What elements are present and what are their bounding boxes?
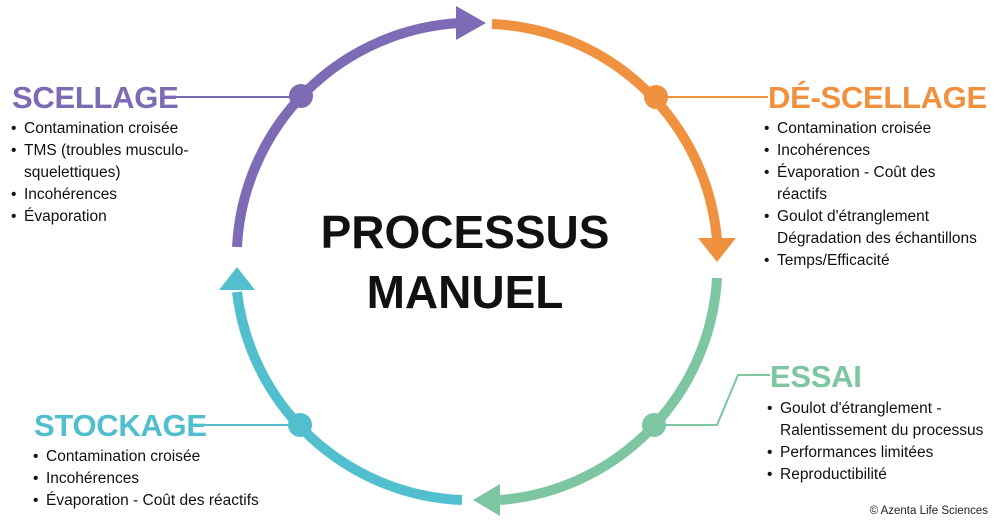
descellage-title: DÉ-SCELLAGE xyxy=(768,80,987,115)
scellage-list: Contamination croisée TMS (troubles musc… xyxy=(10,118,189,228)
scellage-item: Contamination croisée xyxy=(10,118,189,140)
essai-item: Performances limitées xyxy=(766,442,983,464)
descellage-list: Contamination croisée Incohérences Évapo… xyxy=(763,118,977,272)
stockage-item: Incohérences xyxy=(32,468,259,490)
descellage-item: Temps/Efficacité xyxy=(763,250,977,272)
arc-descellage xyxy=(491,19,722,241)
center-title: PROCESSUS MANUEL xyxy=(300,202,630,322)
copyright-notice: © Azenta Life Sciences xyxy=(869,505,988,517)
descellage-item: Incohérences xyxy=(763,140,977,162)
descellage-item: Contamination croisée xyxy=(763,118,977,140)
stockage-item: Contamination croisée xyxy=(32,446,259,468)
node-scellage xyxy=(289,84,313,108)
stockage-item: Évaporation - Coût des réactifs xyxy=(32,490,259,512)
center-title-line2: MANUEL xyxy=(366,266,564,318)
descellage-item: Évaporation - Coût des réactifs xyxy=(763,162,977,206)
node-essai xyxy=(642,413,666,437)
arrowhead-bottom-icon xyxy=(473,484,500,516)
arrowhead-right-icon xyxy=(698,238,736,262)
scellage-item: TMS (troubles musculo- squelettiques) xyxy=(10,140,189,184)
essai-item: Goulot d'étranglement - Ralentissement d… xyxy=(766,398,983,442)
essai-title: ESSAI xyxy=(770,359,862,394)
node-stockage xyxy=(288,413,312,437)
scellage-item: Évaporation xyxy=(10,206,189,228)
scellage-item: Incohérences xyxy=(10,184,189,206)
stockage-list: Contamination croisée Incohérences Évapo… xyxy=(32,446,259,512)
connector-essai xyxy=(654,374,770,426)
center-title-line1: PROCESSUS xyxy=(320,206,610,258)
descellage-item: Goulot d'étranglement Dégradation des éc… xyxy=(763,206,977,250)
arrowhead-top-icon xyxy=(456,6,486,40)
scellage-title: SCELLAGE xyxy=(12,80,179,115)
arrowhead-left-icon xyxy=(219,267,255,290)
arc-stockage xyxy=(232,291,463,505)
node-descellage xyxy=(644,85,668,109)
essai-item: Reproductibilité xyxy=(766,464,983,486)
essai-list: Goulot d'étranglement - Ralentissement d… xyxy=(766,398,983,486)
stockage-title: STOCKAGE xyxy=(34,408,207,443)
